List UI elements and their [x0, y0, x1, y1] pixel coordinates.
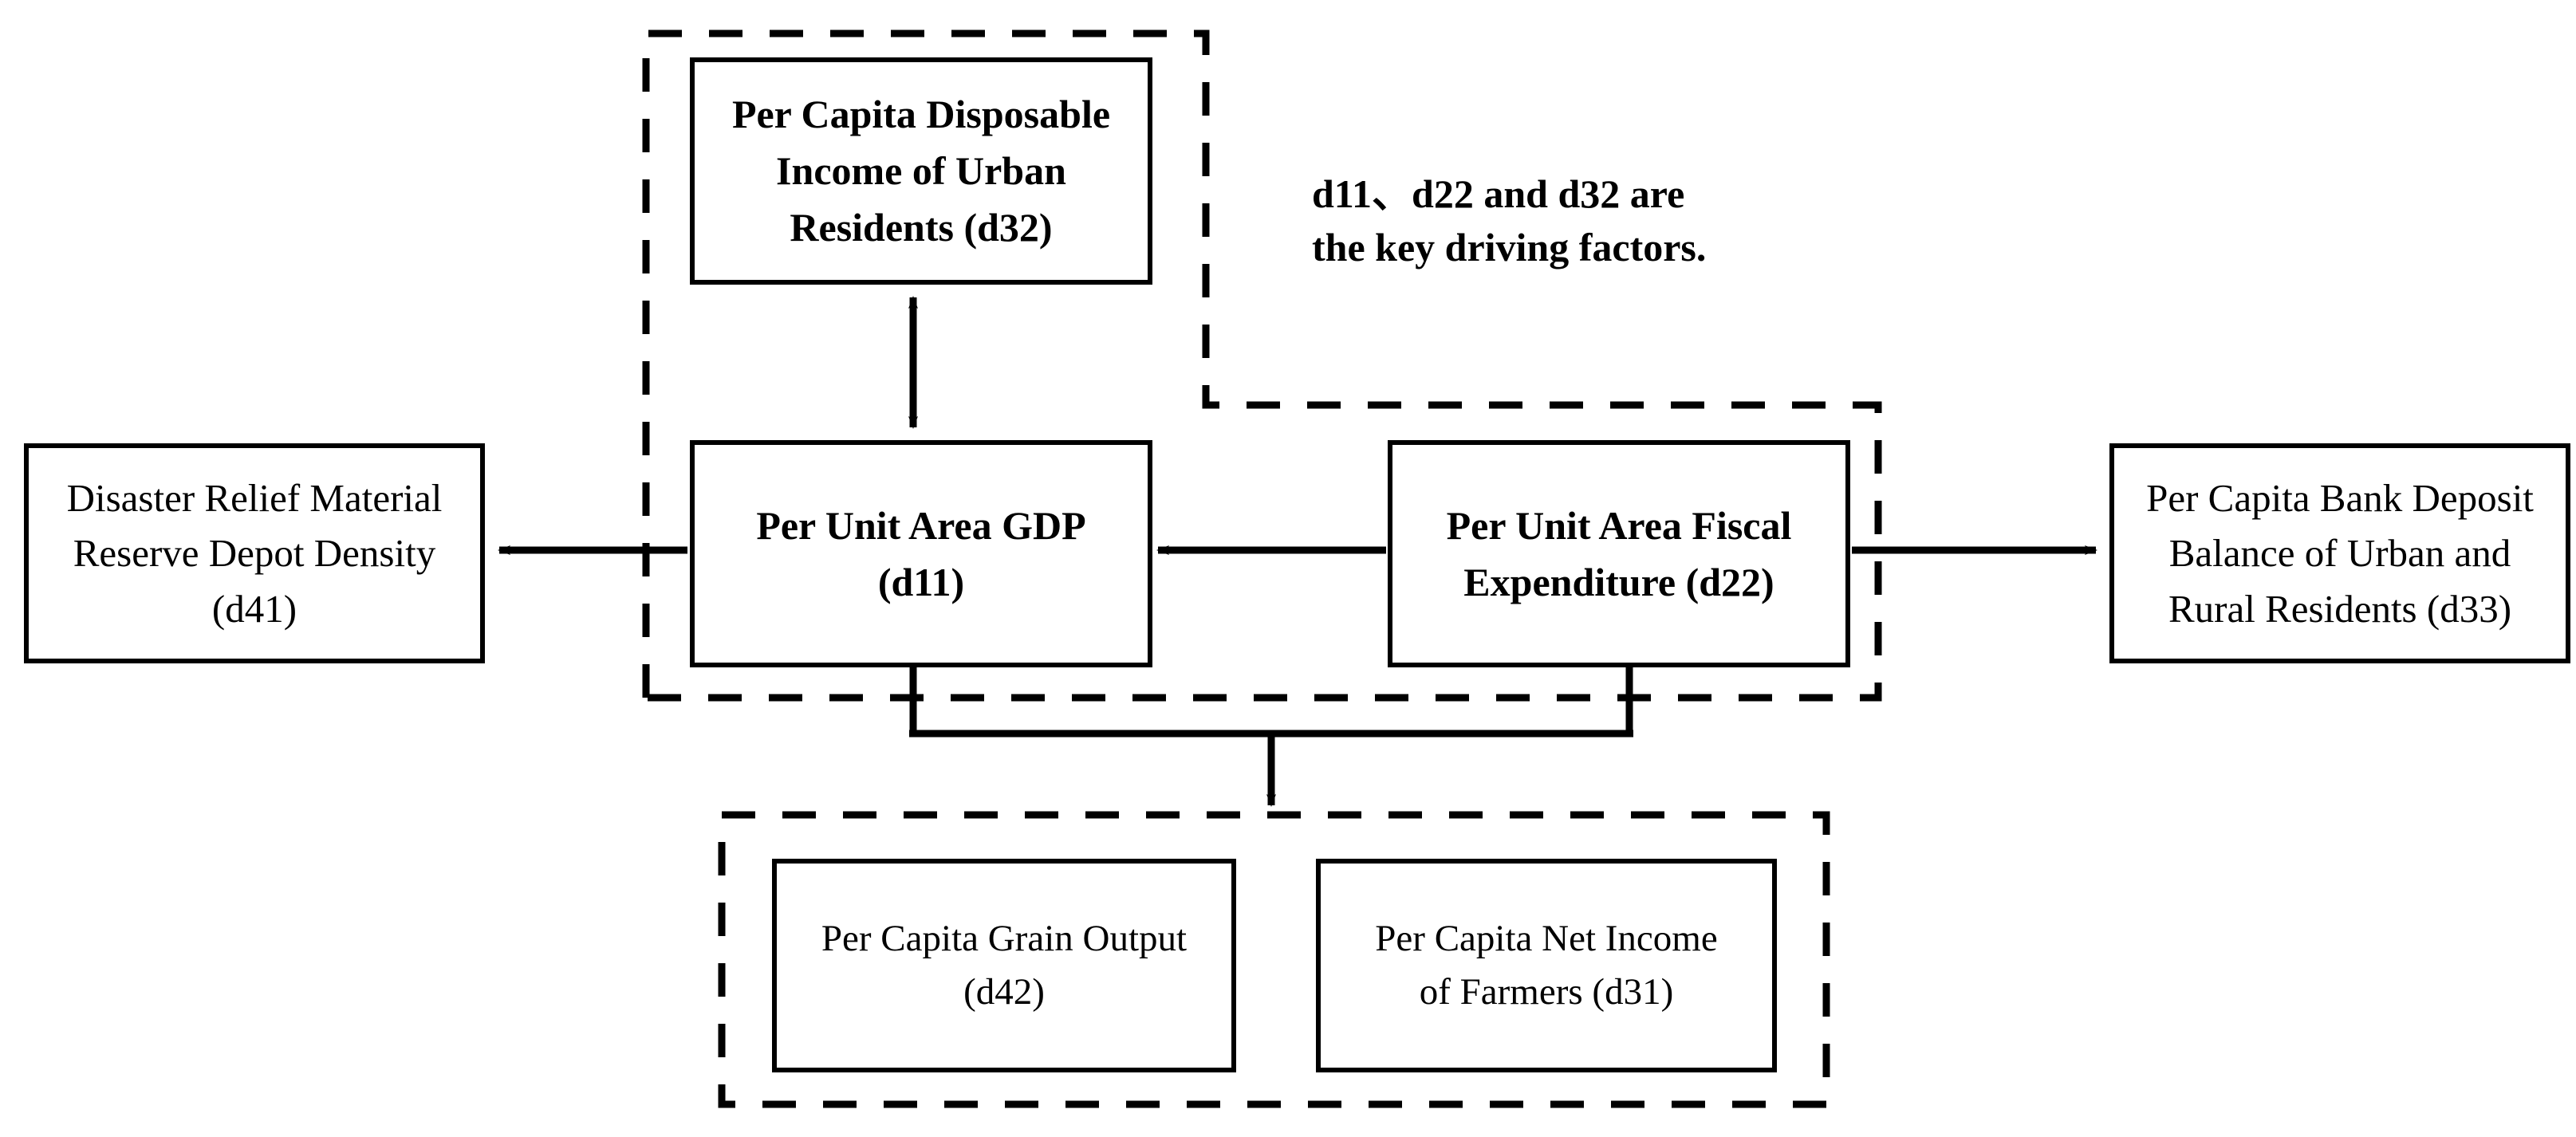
node-disaster-relief-material-reserve-depot-density-d41[interactable]: Disaster Relief Material Reserve Depot D… — [24, 443, 485, 663]
node-per-capita-bank-deposit-balance-urban-rural-residents-d33[interactable]: Per Capita Bank Deposit Balance of Urban… — [2109, 443, 2570, 663]
node-label-d42: Per Capita Grain Output (d42) — [821, 918, 1188, 1013]
node-per-capita-net-income-of-farmers-d31[interactable]: Per Capita Net Income of Farmers (d31) — [1316, 859, 1777, 1072]
node-label-d41: Disaster Relief Material Reserve Depot D… — [66, 475, 443, 631]
node-per-unit-area-gdp-d11[interactable]: Per Unit Area GDP (d11) — [690, 440, 1152, 667]
edge-d11-d22-to-outcomes-arrow — [909, 667, 1633, 807]
node-per-capita-disposable-income-urban-residents-d32[interactable]: Per Capita Disposable Income of Urban Re… — [690, 57, 1152, 285]
node-per-capita-grain-output-d42[interactable]: Per Capita Grain Output (d42) — [772, 859, 1236, 1072]
node-label-d32: Per Capita Disposable Income of Urban Re… — [731, 92, 1111, 250]
node-label-d22: Per Unit Area Fiscal Expenditure (d22) — [1446, 502, 1792, 604]
node-label-d33: Per Capita Bank Deposit Balance of Urban… — [2146, 475, 2534, 631]
node-per-unit-area-fiscal-expenditure-d22[interactable]: Per Unit Area Fiscal Expenditure (d22) — [1388, 440, 1850, 667]
node-label-d11: Per Unit Area GDP (d11) — [756, 502, 1086, 604]
key-driving-factors-annotation: d11、d22 and d32 are the key driving fact… — [1312, 171, 1707, 269]
node-label-d31: Per Capita Net Income of Farmers (d31) — [1375, 918, 1718, 1013]
